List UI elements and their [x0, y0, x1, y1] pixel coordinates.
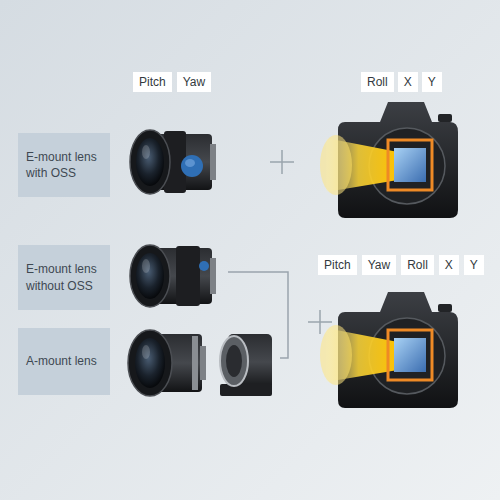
lens-type-box: E-mount lens without OSS [18, 245, 110, 310]
plus-bar [281, 150, 283, 174]
axis-tag: Pitch [318, 255, 357, 275]
lens-type-label: A-mount lens [26, 353, 102, 369]
axis-tag: Yaw [362, 255, 396, 275]
axis-name: Roll [407, 257, 428, 273]
focus-ring [176, 246, 200, 306]
axis-tag: Y [464, 255, 484, 275]
axis-name: Y [470, 257, 478, 273]
lens-type-label: E-mount lens with OSS [26, 149, 102, 181]
axis-tag: X [398, 72, 418, 92]
lens-ring [192, 336, 198, 390]
mount-adapter [220, 334, 272, 396]
axis-name: Yaw [368, 257, 390, 273]
axis-tag: Y [422, 72, 442, 92]
lens-glass [136, 138, 164, 186]
camera-illustration [320, 292, 458, 408]
lens-type-label: E-mount lens without OSS [26, 261, 102, 293]
lens-illustration [128, 330, 206, 396]
glass-highlight [142, 145, 150, 159]
axis-name: X [404, 74, 412, 90]
axis-tag: Yaw [177, 72, 211, 92]
lens-front [128, 330, 172, 396]
camera-illustration [320, 102, 458, 218]
adapter-opening [226, 345, 242, 377]
axis-tag: X [439, 255, 459, 275]
axis-tag: Roll [401, 255, 434, 275]
axis-name: Yaw [183, 74, 205, 90]
image-sensor [394, 338, 426, 372]
glass-highlight [142, 345, 150, 359]
sensor-frame [388, 140, 432, 190]
camera-dial [438, 304, 452, 312]
sensor-frame [388, 330, 432, 380]
lens-type-box: E-mount lens with OSS [18, 133, 110, 197]
axis-name: Y [428, 74, 436, 90]
axis-tag: Roll [361, 72, 394, 92]
adapter-mount [220, 336, 248, 386]
lens-glass [136, 253, 164, 299]
bracket [228, 272, 288, 358]
lens-illustration [130, 245, 216, 307]
glass-highlight [142, 259, 150, 273]
lens-badge [181, 155, 203, 177]
lens-badge [199, 261, 209, 271]
axis-name: Pitch [324, 257, 351, 273]
lens-front [130, 130, 170, 194]
lens-type-box: A-mount lens [18, 328, 110, 395]
badge-highlight [185, 159, 195, 167]
lens-illustration [130, 130, 216, 194]
axis-name: X [445, 257, 453, 273]
lens-front [130, 245, 170, 307]
axis-name: Roll [367, 74, 388, 90]
lens-glass [135, 338, 165, 388]
lens-mount [210, 144, 216, 180]
adapter-foot [220, 384, 272, 396]
plus-sign [270, 150, 294, 174]
plus-bar [319, 310, 321, 334]
axis-name: Pitch [139, 74, 166, 90]
axis-tag: Pitch [133, 72, 172, 92]
image-sensor [394, 148, 426, 182]
lens-mount [200, 346, 206, 380]
lens-mount [210, 258, 216, 294]
camera-dial [438, 114, 452, 122]
